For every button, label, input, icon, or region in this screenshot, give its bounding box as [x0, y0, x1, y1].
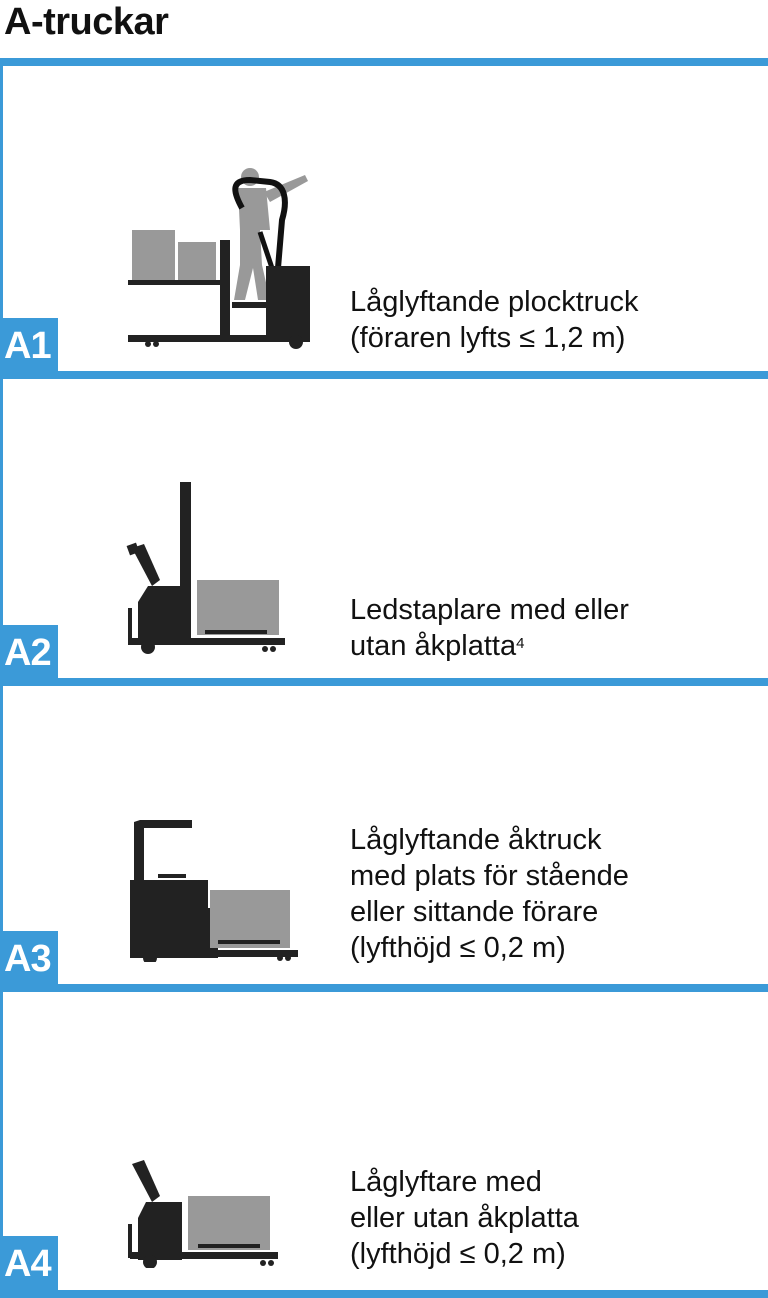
label-line: med plats för stående — [350, 860, 629, 892]
label-line: (lyfthöjd ≤ 0,2 m) — [350, 1238, 566, 1270]
low-lifter-icon — [120, 1158, 285, 1273]
section-rule — [0, 1290, 768, 1298]
low-lift-platform-truck-icon — [120, 812, 305, 967]
pedestrian-stacker-icon — [120, 480, 290, 660]
section-rule — [0, 678, 768, 686]
label-line: Låglyftare med — [350, 1166, 542, 1198]
top-rule — [0, 58, 768, 66]
label-line: Låglyftande åktruck — [350, 824, 602, 856]
label-line: Låglyftande plocktruck — [350, 286, 639, 318]
page-title: A-truckar — [4, 1, 169, 43]
label-line: eller sittande förare — [350, 896, 599, 928]
label-line: (lyfthöjd ≤ 0,2 m) — [350, 932, 566, 964]
footnote-marker: 4 — [516, 635, 525, 652]
section-a4-label: Låglyftare med eller utan åkplatta (lyft… — [350, 1164, 579, 1272]
label-line: (föraren lyfts ≤ 1,2 m) — [350, 322, 626, 354]
section-a1-label: Låglyftande plocktruck (föraren lyfts ≤ … — [350, 284, 639, 356]
section-code-badge: A1 — [0, 318, 58, 374]
section-a3-label: Låglyftande åktruck med plats för ståend… — [350, 822, 629, 966]
label-line: eller utan åkplatta — [350, 1202, 579, 1234]
section-code-badge: A2 — [0, 625, 58, 681]
section-code-badge: A3 — [0, 931, 58, 987]
low-lift-order-picker-icon — [120, 160, 320, 360]
section-rule — [0, 371, 768, 379]
label-line: utan åkplatta4 — [350, 628, 629, 664]
section-a2-label: Ledstaplare med eller utan åkplatta4 — [350, 592, 629, 664]
section-rule — [0, 984, 768, 992]
label-line: Ledstaplare med eller — [350, 594, 629, 626]
section-code-badge: A4 — [0, 1236, 58, 1292]
label-text: utan åkplatta — [350, 630, 517, 662]
